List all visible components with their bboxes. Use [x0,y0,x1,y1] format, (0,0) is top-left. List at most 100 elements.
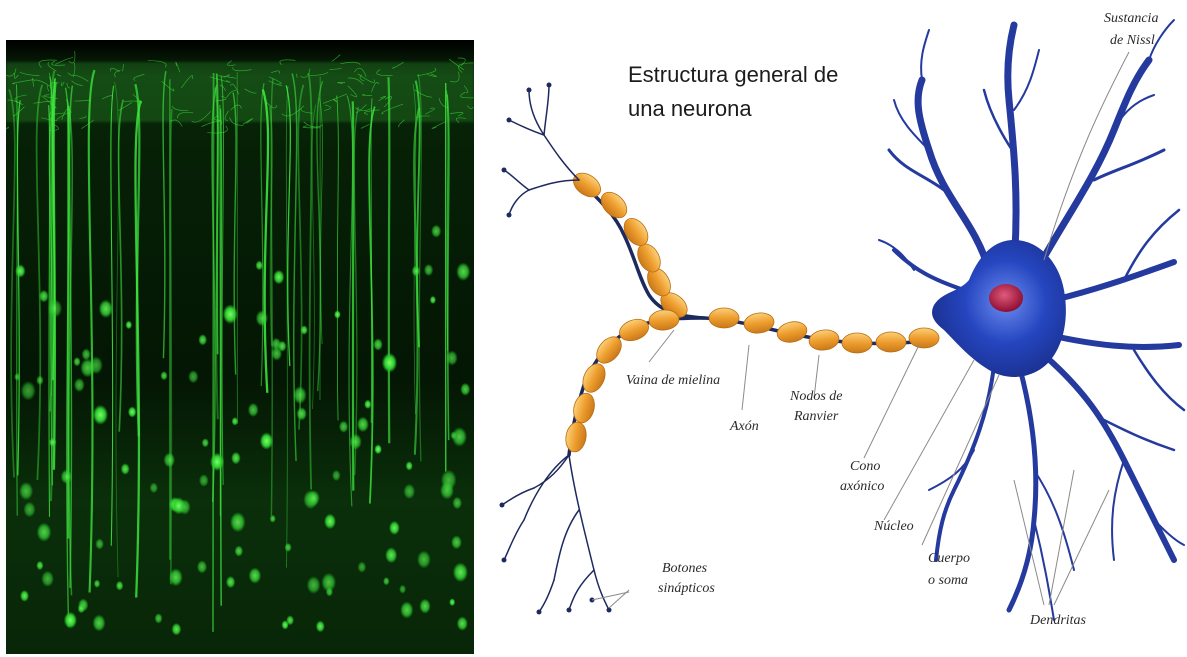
myelin-segment [743,311,775,335]
neuron-soma [36,561,43,570]
axon-terminals [502,85,609,612]
neuron-soma [188,370,198,383]
neuron-soma [48,299,62,318]
neuron-soma [382,353,397,373]
neuron-soma [202,438,209,447]
neuron-soma [249,568,262,584]
neuron-soma [23,502,35,518]
neuron-soma [210,453,224,471]
neuron-soma [424,264,433,276]
diagram-title-line-1: Estructura general de [628,62,838,87]
neuron-soma [197,560,207,573]
neuron-soma [430,296,436,304]
neuron-soma [373,338,383,350]
label-vaina-mielina: Vaina de mielina [626,373,720,388]
neuron-soma [36,375,43,385]
diagram-title-line-2: una neurona [628,96,752,121]
myelin-segment [564,420,589,453]
apical-dendrite [353,101,354,490]
myelin-segment [709,308,739,328]
neuron-soma [116,581,124,591]
neuron-soma [406,461,413,470]
neuron-soma [199,474,209,487]
apical-dendrite [220,109,221,606]
neuron-soma [49,437,57,447]
neuron-soma [293,386,307,404]
neuron-soma [332,470,341,481]
synaptic-button-dot [507,118,512,123]
neuron-soma [460,383,470,396]
neuron-soma [128,406,137,417]
neuron-soma [93,405,108,425]
synaptic-button-dot [537,610,542,615]
neuron-soma [358,562,367,573]
neuron-soma [452,497,462,510]
neuron-soma [296,407,306,421]
neuron-soma [324,514,336,530]
label-axon: Axón [729,419,759,434]
label-nodos-ranvier-2: Ranvier [793,409,839,424]
neuron-soma [256,310,268,326]
neuron-diagram: Estructura general de una neurona [474,0,1187,657]
synaptic-button-dot [567,608,572,613]
neuron-soma [169,568,183,586]
neuron-soma [321,573,336,592]
neuron-soma [285,543,292,552]
neuron-soma [198,334,207,345]
label-botones-sinapticos-1: Botones [662,561,708,576]
label-sustancia-nissl-1: Sustancia [1104,11,1158,26]
neuron-soma [403,484,415,499]
neuron-soma [74,378,85,392]
neuron-soma [172,497,185,514]
neuron-soma [78,604,85,613]
neuron-soma [457,616,468,630]
label-dendritas: Dendritas [1029,613,1087,628]
neuron-soma [41,571,54,587]
neuron-soma [256,261,264,271]
myelin-segment [842,333,872,353]
synaptic-button-dot [502,168,507,173]
neuron-soma [400,601,413,618]
nucleus [989,284,1023,312]
neuron-soma [226,576,235,588]
neuron-soma [374,444,382,454]
neuron-soma [260,432,273,449]
label-nodos-ranvier-1: Nodos de [789,389,843,404]
myelin-segment [876,332,906,352]
apical-dendrite [213,73,214,632]
micrograph-background [6,40,474,654]
neuron-soma [14,373,20,381]
neuron-soma [231,452,241,465]
neuron-soma [316,621,325,633]
neuron-soma [449,598,455,606]
neuron-soma [39,290,49,303]
neuron-soma [308,490,320,506]
neuron-soma [21,381,36,401]
neuron-soma [164,452,176,467]
neuron-soma [150,482,158,493]
neuron-soma [37,523,52,542]
neuron-soma [273,270,284,285]
neuron-soma [172,623,182,636]
neuron-soma [451,535,462,549]
neuron-soma [450,431,456,439]
neuron-soma [155,613,163,623]
neuron-soma [282,620,289,629]
apical-dendrite [388,77,389,443]
synaptic-button-dot [527,88,532,93]
neuron-soma [357,417,369,433]
label-cono-axonico-1: Cono [850,459,880,474]
synaptic-button-dot [502,558,507,563]
neuron-soma [385,547,397,563]
neuron-soma [270,515,276,523]
myelin-segment [775,319,809,345]
myelin-segment [909,328,939,348]
neuron-soma [334,310,341,319]
neuron-soma [64,612,77,629]
neuron-soma [61,469,72,484]
fluorescence-micrograph [6,40,474,654]
neuron-soma [271,338,281,351]
neuron-soma [15,264,25,277]
neuron-soma [300,325,307,335]
synaptic-button-dot [507,213,512,218]
